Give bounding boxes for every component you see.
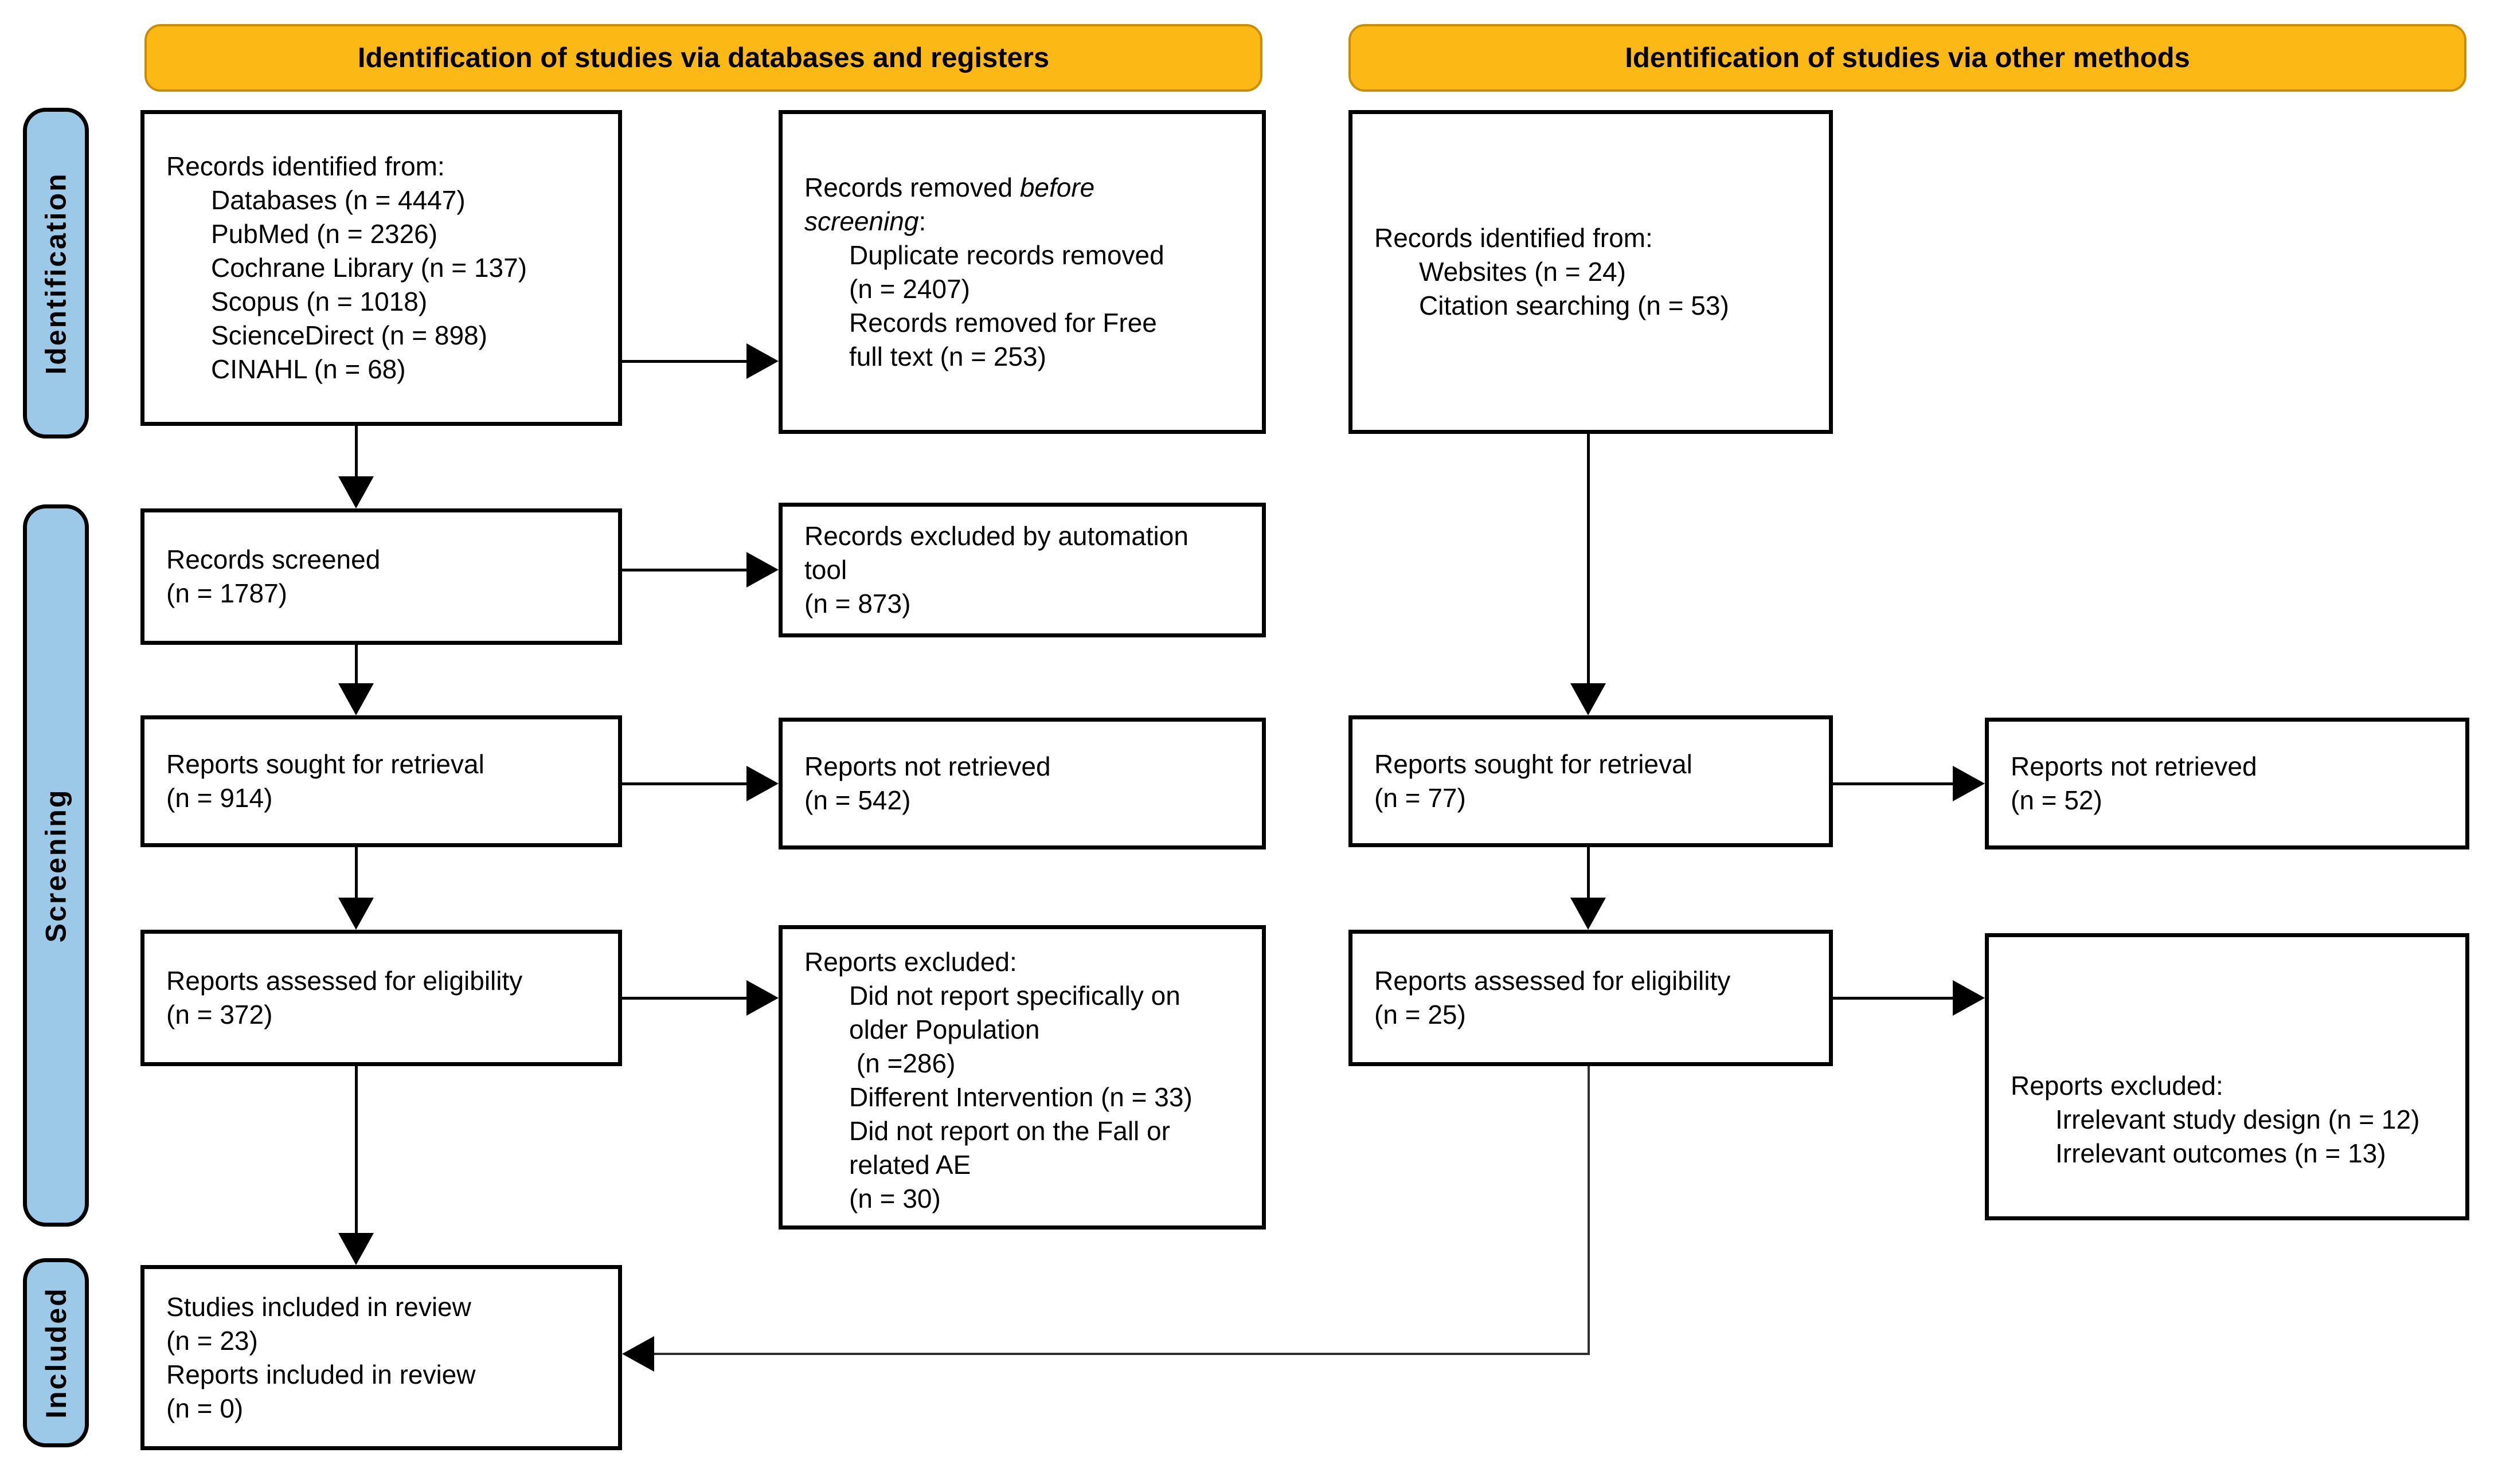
box-line: PubMed (n = 2326) xyxy=(211,219,438,249)
box-line: Reports sought for retrieval xyxy=(166,749,484,779)
connector-assessed-other-left-head xyxy=(622,1336,654,1372)
box-title: Reports excluded: xyxy=(804,947,1017,977)
box-line: Reports not retrieved xyxy=(2011,751,2257,781)
box-line: (n = 30) xyxy=(849,1184,941,1213)
box-line: (n = 914) xyxy=(166,783,273,813)
box-reports-sought: Reports sought for retrieval (n = 914) xyxy=(140,715,622,847)
box-line: Duplicate records removed xyxy=(849,240,1164,270)
box-line: full text (n = 253) xyxy=(849,341,1046,371)
arrow-identified-to-removed-head xyxy=(746,343,779,379)
stage-label-identification-text: Identification xyxy=(40,171,72,375)
box-line: Databases (n = 4447) xyxy=(211,185,466,215)
arrow-screened-to-excluded-line xyxy=(622,569,747,571)
arrow-screened-to-sought-head xyxy=(338,683,374,715)
box-line: Reports assessed for eligibility xyxy=(166,966,523,996)
box-title: Records identified from: xyxy=(1374,223,1653,253)
arrow-screened-to-excluded-head xyxy=(746,552,779,588)
box-line: (n = 2407) xyxy=(849,273,970,304)
arrow-assessed-to-excluded-head xyxy=(746,980,779,1016)
arrow-sought-to-notretrieved-head xyxy=(746,766,779,801)
box-line: Reports sought for retrieval xyxy=(1374,749,1692,779)
box-reports-excluded: Reports excluded: Did not report specifi… xyxy=(779,925,1266,1230)
box-line: tool xyxy=(804,555,847,585)
box-reports-not-retrieved: Reports not retrieved (n = 542) xyxy=(779,718,1266,849)
box-line: Did not report specifically on xyxy=(849,981,1180,1011)
box-line: CINAHL (n = 68) xyxy=(211,354,406,384)
header-other-methods-label: Identification of studies via other meth… xyxy=(1625,42,2190,73)
arrow-identified-to-removed-line xyxy=(622,360,747,363)
box-records-screened: Records screened (n = 1787) xyxy=(140,508,622,645)
box-reports-excluded-other: Reports excluded: Irrelevant study desig… xyxy=(1985,933,2469,1220)
box-line: (n = 52) xyxy=(2011,785,2102,815)
arrow-sought-to-assessed-head xyxy=(338,898,374,930)
arrow-identified-other-to-sought-head xyxy=(1570,683,1606,715)
box-line: Reports included in review xyxy=(166,1359,476,1389)
box-line: older Population xyxy=(849,1015,1040,1044)
stage-label-included: Included xyxy=(23,1258,89,1447)
box-line: Did not report on the Fall or xyxy=(849,1116,1170,1146)
box-line: (n = 77) xyxy=(1374,783,1466,813)
box-line: Studies included in review xyxy=(166,1291,471,1322)
box-line: Records excluded by automation xyxy=(804,521,1189,551)
arrow-identified-to-screened-head xyxy=(338,476,374,508)
box-studies-included: Studies included in review (n = 23) Repo… xyxy=(140,1265,622,1450)
box-line: Websites (n = 24) xyxy=(1419,257,1626,287)
arrow-sought-other-to-notretrieved-head xyxy=(1953,766,1985,801)
box-title: Records removed before xyxy=(804,172,1095,202)
box-records-excluded-automation: Records excluded by automation tool (n =… xyxy=(779,503,1266,637)
box-records-identified-databases: Records identified from: Databases (n = … xyxy=(140,110,622,426)
box-records-identified-other: Records identified from: Websites (n = 2… xyxy=(1348,110,1833,434)
stage-label-screening-text: Screening xyxy=(40,788,72,943)
box-line: Irrelevant study design (n = 12) xyxy=(2055,1105,2420,1134)
box-line: related AE xyxy=(849,1150,971,1180)
arrow-assessed-to-included-head xyxy=(338,1233,374,1265)
box-title: Reports excluded: xyxy=(2011,1071,2223,1101)
arrow-sought-to-notretrieved-line xyxy=(622,782,747,785)
arrow-sought-to-assessed-line xyxy=(355,847,358,900)
box-reports-not-retrieved-other: Reports not retrieved (n = 52) xyxy=(1985,718,2469,849)
arrow-assessed-to-included-line xyxy=(355,1066,358,1234)
stage-label-screening: Screening xyxy=(23,504,89,1227)
stage-label-identification: Identification xyxy=(23,108,89,438)
arrow-identified-to-screened-line xyxy=(355,426,358,479)
connector-assessed-other-left-line xyxy=(652,1353,1590,1355)
box-line: (n = 23) xyxy=(166,1325,258,1356)
box-line: Records removed for Free xyxy=(849,307,1157,338)
header-databases-registers-label: Identification of studies via databases … xyxy=(357,42,1050,73)
box-reports-assessed-other: Reports assessed for eligibility (n = 25… xyxy=(1348,930,1833,1066)
box-line: Reports assessed for eligibility xyxy=(1374,966,1731,996)
box-line: (n = 372) xyxy=(166,1000,273,1029)
box-line: Scopus (n = 1018) xyxy=(211,287,428,316)
box-line: (n = 1787) xyxy=(166,578,287,608)
box-line: (n = 0) xyxy=(166,1393,244,1423)
box-line: (n = 873) xyxy=(804,589,911,618)
arrow-sought-other-to-assessed-head xyxy=(1570,898,1606,930)
box-line: (n =286) xyxy=(849,1048,956,1078)
box-line: (n = 25) xyxy=(1374,1000,1466,1029)
header-other-methods: Identification of studies via other meth… xyxy=(1348,24,2466,92)
box-line: (n = 542) xyxy=(804,785,911,815)
arrow-assessed-other-to-excluded-head xyxy=(1953,980,1985,1016)
arrow-sought-other-to-notretrieved-line xyxy=(1833,782,1953,785)
box-line: Different Intervention (n = 33) xyxy=(849,1082,1193,1112)
box-reports-sought-other: Reports sought for retrieval (n = 77) xyxy=(1348,715,1833,847)
box-line: Records screened xyxy=(166,545,381,574)
connector-assessed-other-down-line xyxy=(1588,1066,1590,1354)
arrow-sought-other-to-assessed-line xyxy=(1587,847,1590,900)
box-records-removed-before-screening: Records removed before screening: Duplic… xyxy=(779,110,1266,434)
box-line: Cochrane Library (n = 137) xyxy=(211,253,527,283)
box-line: Irrelevant outcomes (n = 13) xyxy=(2055,1138,2386,1168)
box-line: Reports not retrieved xyxy=(804,751,1051,781)
stage-label-included-text: Included xyxy=(40,1287,72,1419)
box-reports-assessed: Reports assessed for eligibility (n = 37… xyxy=(140,930,622,1066)
header-databases-registers: Identification of studies via databases … xyxy=(144,24,1262,92)
box-line: ScienceDirect (n = 898) xyxy=(211,320,487,350)
arrow-screened-to-sought-line xyxy=(355,645,358,685)
arrow-identified-other-to-sought-line xyxy=(1587,434,1590,685)
box-title-line2: screening: xyxy=(804,206,926,236)
box-line: Citation searching (n = 53) xyxy=(1419,291,1729,320)
box-title: Records identified from: xyxy=(166,151,445,181)
arrow-assessed-to-excluded-line xyxy=(622,997,747,1000)
arrow-assessed-other-to-excluded-line xyxy=(1833,997,1953,1000)
